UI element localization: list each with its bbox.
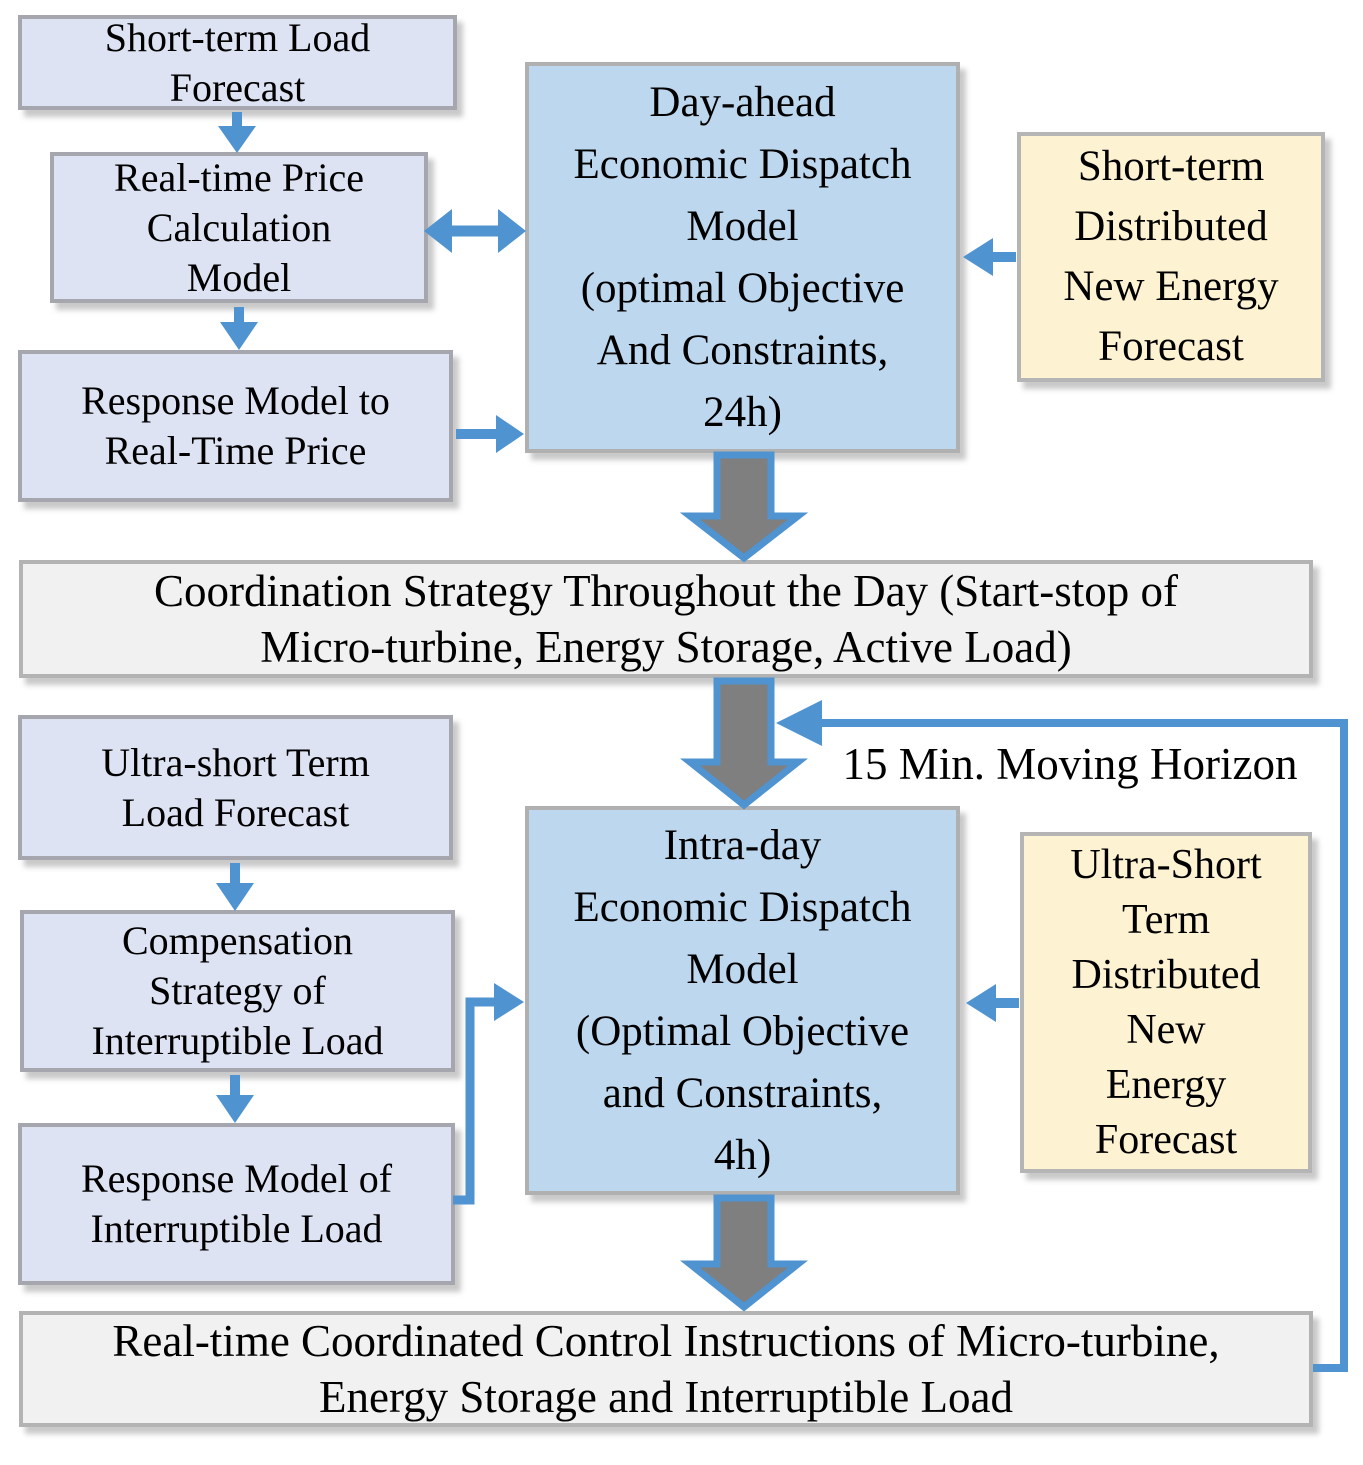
arrow-price-to-response xyxy=(220,307,258,350)
arrow-response-to-dayahead xyxy=(456,415,524,453)
box-ultra-short-term-distributed-new-energy-forecast: Ultra-Short Term Distributed New Energy … xyxy=(1020,832,1312,1173)
band-coordination-strategy: Coordination Strategy Throughout the Day… xyxy=(19,560,1313,678)
arrow-compensation-to-responseil xyxy=(216,1075,254,1123)
arrow-newenergy-to-dayahead xyxy=(963,238,1016,276)
arrow-load-to-price xyxy=(218,112,256,153)
box-intra-day-economic-dispatch-model: Intra-day Economic Dispatch Model (Optim… xyxy=(525,806,960,1195)
label-15-min-moving-horizon: 15 Min. Moving Horizon xyxy=(842,739,1298,789)
band-real-time-control-instructions: Real-time Coordinated Control Instructio… xyxy=(19,1311,1313,1427)
thick-arrow-coordination-to-intraday xyxy=(679,677,809,810)
arrow-responseil-to-intraday xyxy=(453,983,524,1205)
thick-arrow-dayahead-to-coordination xyxy=(679,451,809,563)
box-day-ahead-economic-dispatch-model: Day-ahead Economic Dispatch Model (optim… xyxy=(525,62,960,453)
box-ultra-short-term-load-forecast: Ultra-short Term Load Forecast xyxy=(18,715,453,860)
box-compensation-strategy-of-interruptible-load: Compensation Strategy of Interruptible L… xyxy=(20,910,455,1072)
box-response-model-of-interruptible-load: Response Model of Interruptible Load xyxy=(18,1123,455,1285)
box-response-model-to-real-time-price: Response Model to Real-Time Price xyxy=(18,350,453,502)
arrow-usnewenergy-to-intraday xyxy=(966,984,1019,1022)
box-short-term-load-forecast: Short-term Load Forecast xyxy=(18,15,457,110)
box-real-time-price-calculation-model: Real-time Price Calculation Model xyxy=(50,152,428,303)
arrow-price-dayahead-bidirectional xyxy=(424,209,526,253)
box-short-term-distributed-new-energy-forecast: Short-term Distributed New Energy Foreca… xyxy=(1017,132,1325,382)
arrow-usload-to-compensation xyxy=(216,863,254,911)
thick-arrow-intraday-to-control xyxy=(679,1194,809,1312)
